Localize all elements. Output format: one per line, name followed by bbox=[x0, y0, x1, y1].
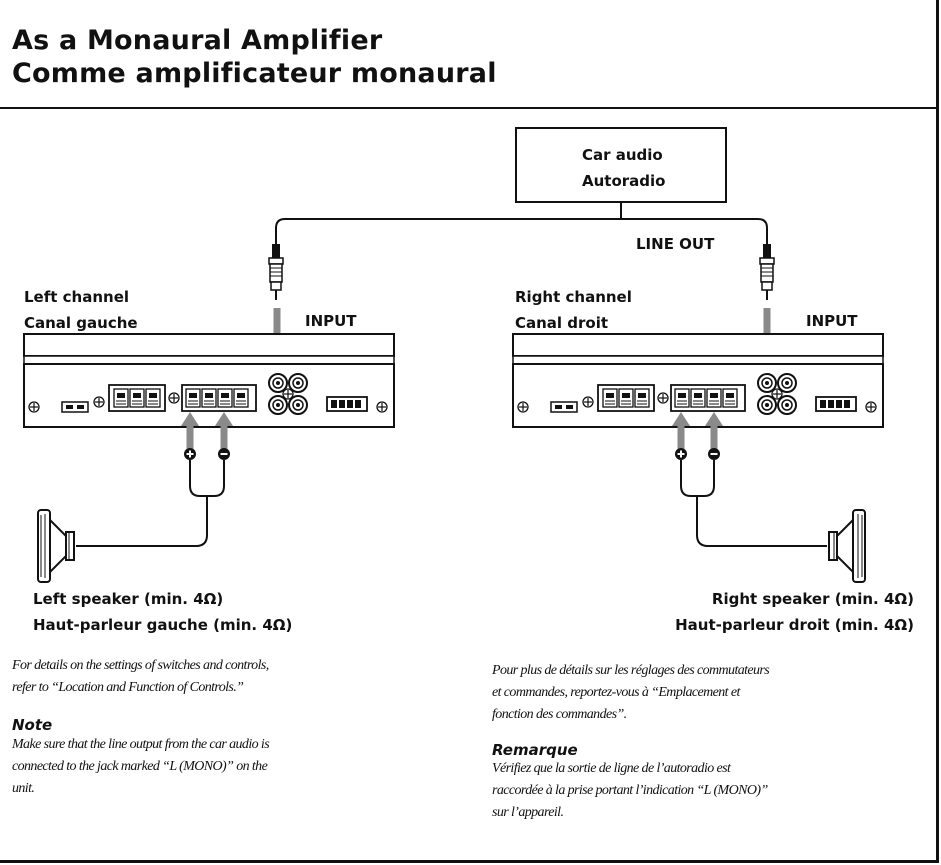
details-line: et commandes, reportez-vous à “Emplaceme… bbox=[492, 685, 740, 700]
right-input-label: INPUT bbox=[806, 312, 858, 330]
details-line: fonction des commandes”. bbox=[492, 707, 627, 722]
left-speaker-wire bbox=[76, 460, 225, 547]
right-channel-label-en: Right channel bbox=[515, 288, 632, 306]
line-out-cable bbox=[275, 202, 768, 244]
left-channel-label-en: Left channel bbox=[24, 288, 130, 306]
note-line: sur l’appareil. bbox=[492, 805, 564, 820]
note-heading-en: Note bbox=[12, 716, 53, 734]
note-line: Vérifiez que la sortie de ligne de l’aut… bbox=[492, 761, 731, 776]
note-line: unit. bbox=[12, 781, 35, 796]
title-divider bbox=[0, 107, 938, 109]
right-minus-icon bbox=[708, 448, 720, 460]
right-speaker-icon bbox=[828, 509, 866, 583]
note-text-en: Make sure that the line output from the … bbox=[12, 734, 270, 800]
right-plus-icon bbox=[675, 448, 687, 460]
left-plus-icon bbox=[184, 448, 196, 460]
right-speaker-wire bbox=[680, 460, 827, 547]
details-line: Pour plus de détails sur les réglages de… bbox=[492, 663, 770, 678]
right-speaker-label-fr: Haut-parleur droit (min. 4Ω) bbox=[675, 616, 914, 634]
car-audio-label-en: Car audio bbox=[582, 146, 663, 164]
note-line: connected to the jack marked “L (MONO)” … bbox=[12, 759, 268, 774]
right-speaker-label: Right speaker (min. 4Ω) Haut-parleur dro… bbox=[668, 586, 914, 638]
car-audio-label-fr: Autoradio bbox=[582, 172, 666, 190]
page-title: As a Monaural Amplifier Comme amplificat… bbox=[12, 24, 497, 90]
note-heading-fr: Remarque bbox=[492, 741, 578, 759]
details-text-fr: Pour plus de détails sur les réglages de… bbox=[492, 660, 770, 726]
right-amplifier bbox=[513, 334, 883, 427]
left-speaker-label-fr: Haut-parleur gauche (min. 4Ω) bbox=[33, 616, 293, 634]
line-out-label: LINE OUT bbox=[636, 235, 715, 253]
note-line: Make sure that the line output from the … bbox=[12, 737, 270, 752]
left-minus-icon bbox=[218, 448, 230, 460]
left-speaker-icon bbox=[37, 509, 75, 583]
title-english: As a Monaural Amplifier bbox=[12, 25, 383, 56]
title-french: Comme amplificateur monaural bbox=[12, 58, 497, 89]
left-speaker-label: Left speaker (min. 4Ω) Haut-parleur gauc… bbox=[33, 586, 292, 638]
right-channel-label: Right channel Canal droit bbox=[515, 284, 632, 336]
left-channel-label-fr: Canal gauche bbox=[24, 314, 138, 332]
details-text-en: For details on the settings of switches … bbox=[12, 655, 269, 699]
left-speaker-label-en: Left speaker (min. 4Ω) bbox=[33, 590, 224, 608]
right-speaker-label-en: Right speaker (min. 4Ω) bbox=[711, 590, 914, 608]
details-line: refer to “Location and Function of Contr… bbox=[12, 680, 244, 695]
note-text-fr: Vérifiez que la sortie de ligne de l’aut… bbox=[492, 758, 768, 824]
right-rca-plug-icon bbox=[759, 243, 775, 301]
left-input-label: INPUT bbox=[305, 312, 357, 330]
left-rca-plug-icon bbox=[268, 243, 284, 301]
left-amplifier bbox=[24, 334, 394, 427]
note-line: raccordée à la prise portant l’indicatio… bbox=[492, 783, 768, 798]
details-line: For details on the settings of switches … bbox=[12, 658, 269, 673]
left-channel-label: Left channel Canal gauche bbox=[24, 284, 138, 336]
right-channel-label-fr: Canal droit bbox=[515, 314, 609, 332]
car-audio-label: Car audio Autoradio bbox=[582, 142, 666, 194]
